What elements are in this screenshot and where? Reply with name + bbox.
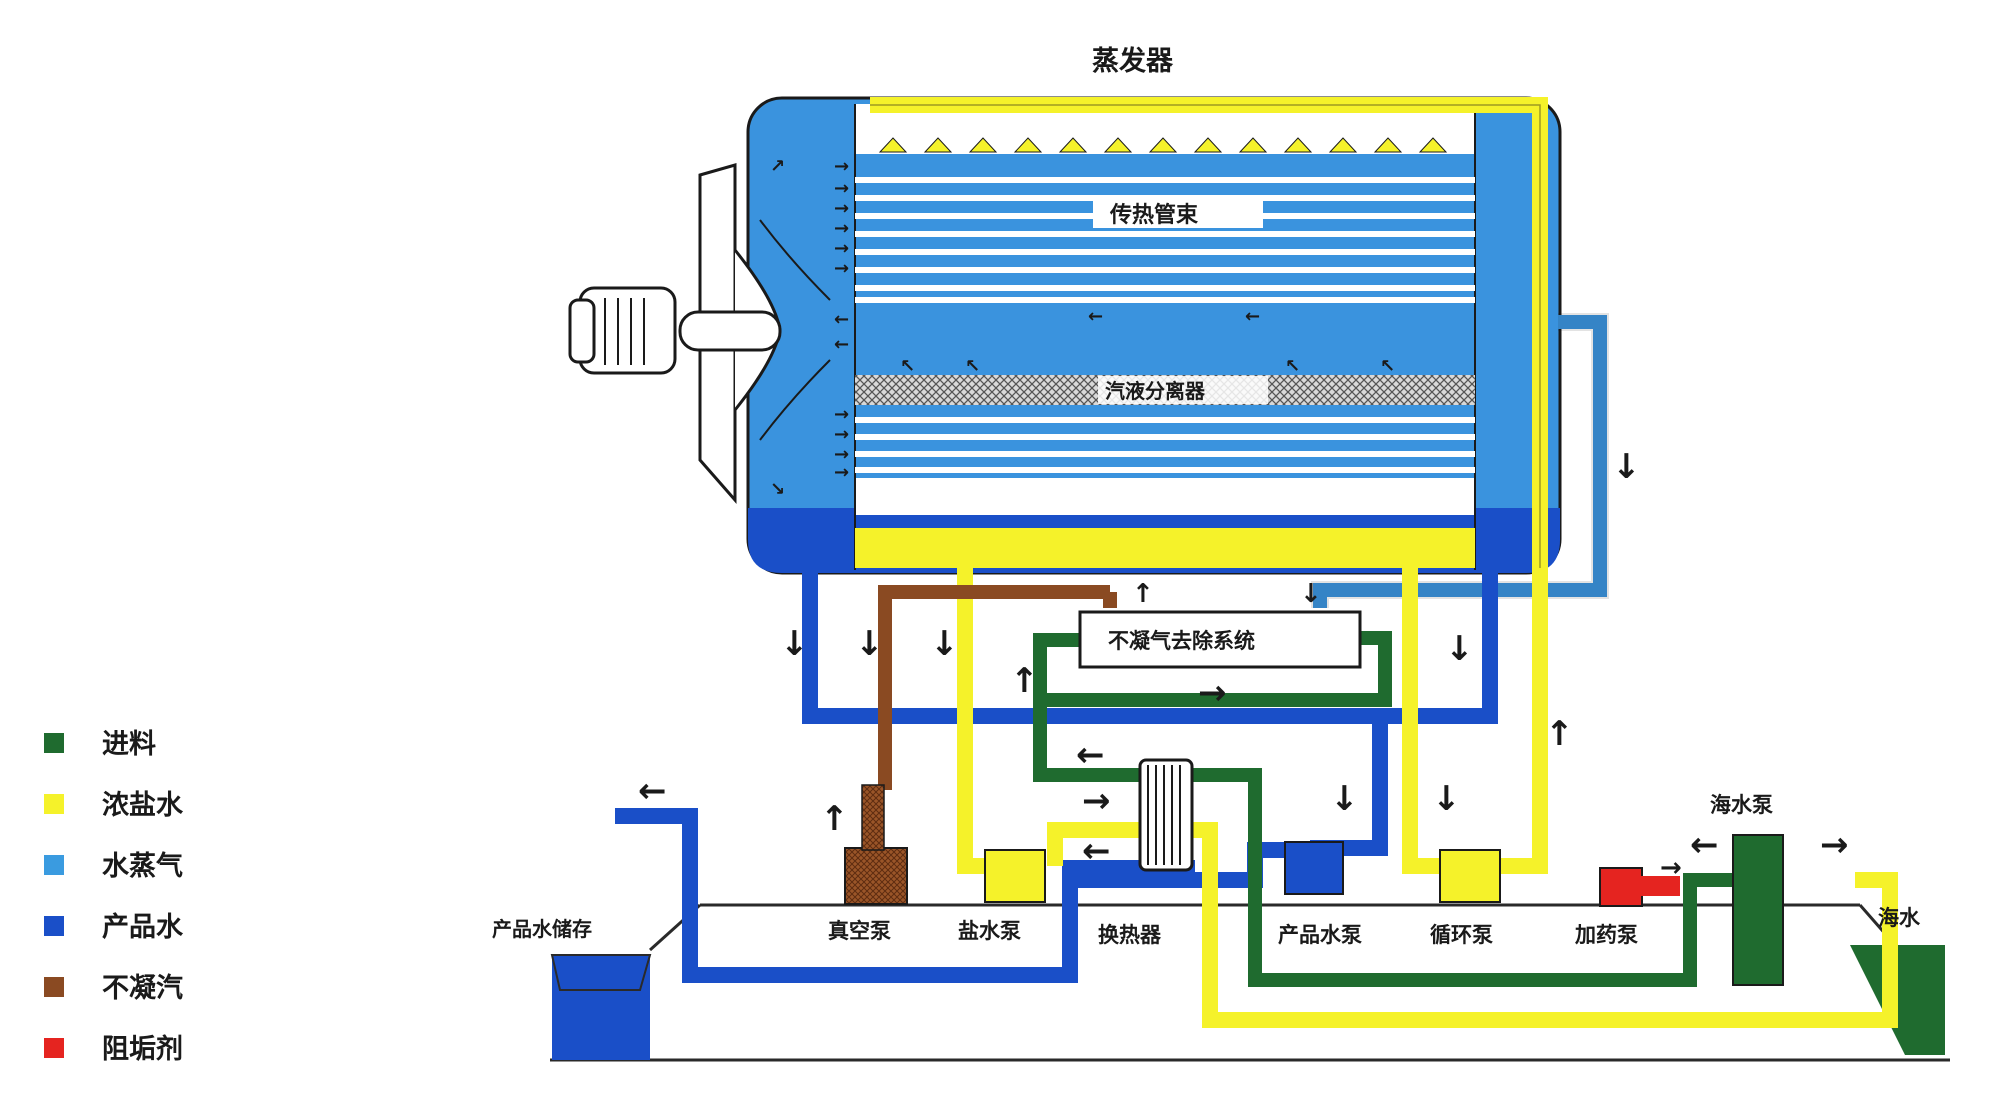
legend-label: 不凝汽 bbox=[102, 973, 183, 1004]
legend-swatch bbox=[44, 1038, 64, 1058]
svg-text:↓: ↓ bbox=[1330, 779, 1359, 819]
legend-label: 进料 bbox=[102, 729, 156, 760]
svg-text:←: ← bbox=[834, 334, 849, 355]
internal-flow-arrows: →→→ →→→ →→→→ ←← ←← ↗↘ ↖↖ ↖↖ bbox=[770, 156, 1395, 500]
svg-text:→: → bbox=[834, 198, 849, 219]
circulation-pump bbox=[1439, 849, 1501, 903]
svg-text:↗: ↗ bbox=[770, 156, 785, 177]
heat-exchanger bbox=[1138, 758, 1194, 872]
svg-text:↖: ↖ bbox=[1380, 356, 1395, 377]
svg-text:→: → bbox=[834, 218, 849, 239]
svg-text:↓: ↓ bbox=[855, 624, 884, 664]
legend-swatch bbox=[44, 733, 64, 753]
legend-label: 水蒸气 bbox=[102, 851, 183, 882]
svg-text:↑: ↑ bbox=[820, 799, 849, 839]
dosing-pump bbox=[1599, 867, 1643, 907]
legend-label: 产品水 bbox=[102, 912, 184, 943]
brine-pump-label: 盐水泵 bbox=[958, 919, 1021, 943]
heat-exchanger-label: 换热器 bbox=[1098, 923, 1162, 947]
svg-text:→: → bbox=[834, 444, 849, 465]
svg-text:↑: ↑ bbox=[1132, 579, 1154, 609]
product-pump-label: 产品水泵 bbox=[1278, 923, 1362, 947]
ncg-removal-box bbox=[1078, 610, 1362, 669]
svg-text:↓: ↓ bbox=[1612, 447, 1641, 487]
svg-text:↓: ↓ bbox=[930, 624, 959, 664]
legend-swatch bbox=[44, 916, 64, 936]
compressor bbox=[568, 163, 831, 504]
svg-text:↓: ↓ bbox=[780, 624, 809, 664]
svg-text:←: ← bbox=[1245, 306, 1260, 327]
svg-text:→: → bbox=[834, 404, 849, 425]
svg-text:←: ← bbox=[1690, 825, 1719, 865]
svg-text:←: ← bbox=[834, 309, 849, 330]
seawater-pump-label: 海水泵 bbox=[1710, 793, 1773, 817]
diagram-title: 蒸发器 bbox=[1092, 45, 1174, 77]
seawater-pump bbox=[1732, 834, 1784, 986]
svg-text:←: ← bbox=[1088, 306, 1103, 327]
svg-text:↖: ↖ bbox=[900, 356, 915, 377]
svg-text:↑: ↑ bbox=[1545, 714, 1574, 754]
svg-text:→: → bbox=[1082, 781, 1111, 821]
legend-label: 阻垢剂 bbox=[102, 1034, 183, 1065]
spray-nozzles bbox=[878, 137, 1448, 153]
svg-text:→: → bbox=[834, 462, 849, 483]
svg-text:↘: ↘ bbox=[770, 479, 785, 500]
legend-swatch bbox=[44, 977, 64, 997]
brine-pump bbox=[984, 849, 1046, 903]
dosing-pump-label: 加药泵 bbox=[1574, 923, 1638, 947]
ncg-removal-label: 不凝气去除系统 bbox=[1108, 629, 1255, 653]
svg-text:→: → bbox=[834, 178, 849, 199]
svg-text:→: → bbox=[1198, 673, 1227, 713]
svg-text:←: ← bbox=[1082, 831, 1111, 871]
vacuum-pump-label: 真空泵 bbox=[828, 919, 891, 943]
vacuum-pump bbox=[844, 847, 908, 905]
svg-text:→: → bbox=[834, 258, 849, 279]
svg-text:↖: ↖ bbox=[1285, 356, 1300, 377]
seawater-label: 海水 bbox=[1878, 906, 1921, 930]
legend-label: 浓盐水 bbox=[102, 790, 184, 821]
flow-arrows: ↓ ↓ ↓ ↑ ↓ ↑ → ← → ← ↑ ↓ ↓ ↓ ↑ ↓ ← → ← → bbox=[638, 447, 1849, 883]
svg-text:→: → bbox=[834, 156, 849, 177]
product-water-pump bbox=[1284, 841, 1344, 895]
svg-text:→: → bbox=[1820, 825, 1849, 865]
svg-text:↓: ↓ bbox=[1432, 779, 1461, 819]
svg-text:↓: ↓ bbox=[1445, 629, 1474, 669]
evaporator-vessel bbox=[746, 96, 1562, 575]
svg-text:←: ← bbox=[1076, 735, 1105, 775]
svg-text:→: → bbox=[834, 424, 849, 445]
svg-text:↑: ↑ bbox=[1010, 661, 1039, 701]
tube-bundle-label: 传热管束 bbox=[1109, 202, 1199, 228]
legend-swatch bbox=[44, 794, 64, 814]
svg-text:←: ← bbox=[638, 771, 667, 811]
svg-text:→: → bbox=[834, 238, 849, 259]
circulation-pump-label: 循环泵 bbox=[1430, 923, 1493, 947]
separator-label: 汽液分离器 bbox=[1105, 379, 1206, 403]
product-storage-label: 产品水储存 bbox=[492, 917, 592, 941]
vapor-line bbox=[1313, 315, 1607, 608]
svg-text:→: → bbox=[1660, 853, 1682, 883]
svg-text:↓: ↓ bbox=[1300, 579, 1322, 609]
legend-swatch bbox=[44, 855, 64, 875]
svg-text:↖: ↖ bbox=[965, 356, 980, 377]
ncg-lines bbox=[878, 585, 1117, 790]
